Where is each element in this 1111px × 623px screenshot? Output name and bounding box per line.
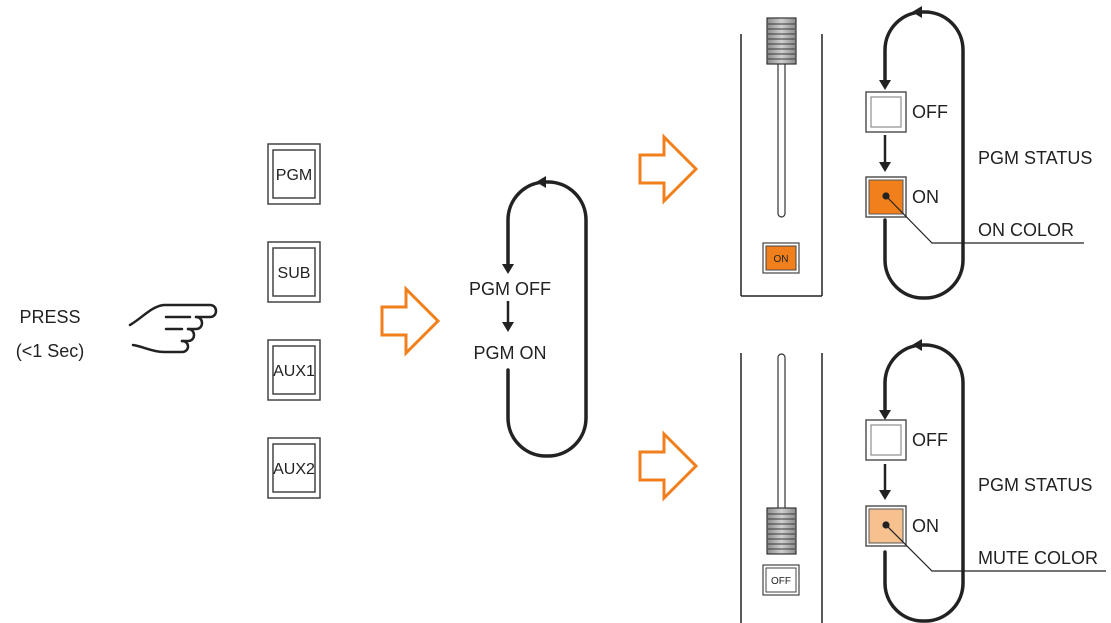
arrow-right-icon: [380, 285, 441, 357]
arrow-left-icon: [912, 6, 922, 18]
fader-button-label: ON: [774, 254, 789, 265]
callout-line: [882, 192, 1084, 244]
arrow-down-icon: [879, 490, 891, 500]
status-title: PGM STATUS: [978, 148, 1092, 168]
status-loop-top: [883, 10, 965, 300]
arrow-down-icon: [879, 80, 891, 90]
duration-label: (<1 Sec): [16, 341, 85, 361]
press-label: PRESS: [19, 307, 80, 327]
arrow-down-icon: [879, 410, 891, 420]
cycle-on-label: PGM ON: [473, 343, 546, 363]
pointing-hand-icon: [128, 303, 218, 354]
status-title: PGM STATUS: [978, 475, 1092, 495]
bus-button-aux2[interactable]: AUX2: [267, 437, 321, 499]
callout-label: ON COLOR: [978, 220, 1074, 240]
toggle-cycle-loop: [506, 180, 588, 458]
arrow-right-icon: [638, 133, 699, 205]
fader-knob[interactable]: [766, 507, 797, 555]
status-off-indicator: [865, 91, 907, 133]
arrow-down-icon: [502, 264, 514, 274]
fader-bottom: [740, 353, 823, 623]
fader-knob[interactable]: [766, 17, 797, 65]
arrow-down-icon: [502, 322, 514, 332]
fader-off-button[interactable]: OFF: [762, 564, 800, 596]
arrow-left-icon: [912, 339, 922, 351]
callout-line: [882, 521, 1106, 572]
bus-button-aux1[interactable]: AUX1: [267, 339, 321, 401]
bus-button-sub[interactable]: SUB: [267, 241, 321, 303]
fader-button-label: OFF: [771, 576, 791, 587]
status-off-label: OFF: [912, 102, 948, 122]
bus-button-label: AUX2: [273, 461, 315, 478]
bus-button-pgm[interactable]: PGM: [267, 143, 321, 205]
status-off-indicator: [865, 419, 907, 461]
cycle-off-label: PGM OFF: [469, 279, 551, 299]
arrow-down-icon: [879, 162, 891, 172]
status-off-label: OFF: [912, 430, 948, 450]
callout-label: MUTE COLOR: [978, 548, 1098, 568]
bus-button-label: PGM: [276, 167, 312, 184]
arrow-left-icon: [536, 176, 546, 188]
fader-on-button[interactable]: ON: [762, 242, 800, 274]
arrow-right-icon: [638, 430, 699, 502]
fader-top: [740, 34, 823, 297]
status-on-label: ON: [912, 516, 939, 536]
status-loop-bottom: [883, 343, 965, 623]
bus-button-label: SUB: [278, 265, 311, 282]
status-on-label: ON: [912, 187, 939, 207]
bus-button-label: AUX1: [273, 363, 315, 380]
